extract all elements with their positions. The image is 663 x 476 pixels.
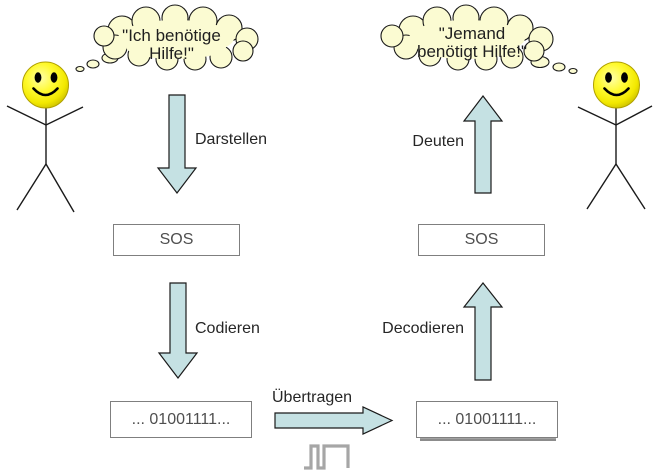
darstellen-down-arrow-icon bbox=[156, 94, 198, 194]
left-figure-legs bbox=[16, 163, 75, 213]
right-smiley-icon bbox=[593, 61, 640, 109]
decodieren-up-arrow-icon bbox=[462, 282, 504, 381]
sos-box-right-text: SOS bbox=[464, 231, 499, 248]
binary-box-right-shadow bbox=[420, 438, 556, 441]
left-thought-text: "Ich benötige Hilfe!" bbox=[101, 27, 242, 62]
uebertragen-right-arrow-icon bbox=[274, 406, 394, 435]
right-thought-line2: benötigt Hilfe!" bbox=[417, 41, 527, 61]
digital-signal-icon bbox=[304, 444, 350, 470]
right-stick-figure bbox=[577, 61, 653, 210]
left-thought-bubble-icon bbox=[75, 4, 259, 73]
decodieren-label: Decodieren bbox=[382, 320, 464, 337]
uebertragen-label: Übertragen bbox=[272, 389, 353, 406]
right-thought-line1: "Jemand bbox=[438, 24, 506, 43]
darstellen-label: Darstellen bbox=[195, 131, 268, 148]
right-figure-legs bbox=[586, 163, 646, 210]
left-smiley-icon bbox=[22, 61, 69, 109]
left-thought-line1: "Ich benötige bbox=[122, 26, 221, 45]
left-figure-arms bbox=[6, 105, 84, 126]
right-thought-bubble-icon bbox=[380, 4, 578, 75]
right-figure-arms bbox=[577, 105, 653, 126]
binary-box-left-text: ... 01001111... bbox=[131, 410, 231, 428]
sos-box-left-text: SOS bbox=[159, 231, 194, 248]
left-stick-figure bbox=[6, 61, 84, 213]
codieren-label: Codieren bbox=[195, 320, 260, 337]
binary-box-right: ... 01001111... bbox=[416, 401, 558, 438]
left-thought-line2: Hilfe!" bbox=[149, 43, 194, 63]
binary-box-left: ... 01001111... bbox=[110, 401, 252, 438]
binary-box-right-text: ... 01001111... bbox=[437, 410, 537, 428]
codieren-down-arrow-icon bbox=[157, 282, 199, 379]
deuten-up-arrow-icon bbox=[462, 95, 504, 194]
sos-box-left: SOS bbox=[113, 224, 240, 256]
right-thought-text: "Jemand benötigt Hilfe!" bbox=[397, 25, 547, 60]
deuten-label: Deuten bbox=[412, 133, 464, 150]
sos-box-right: SOS bbox=[418, 224, 545, 256]
